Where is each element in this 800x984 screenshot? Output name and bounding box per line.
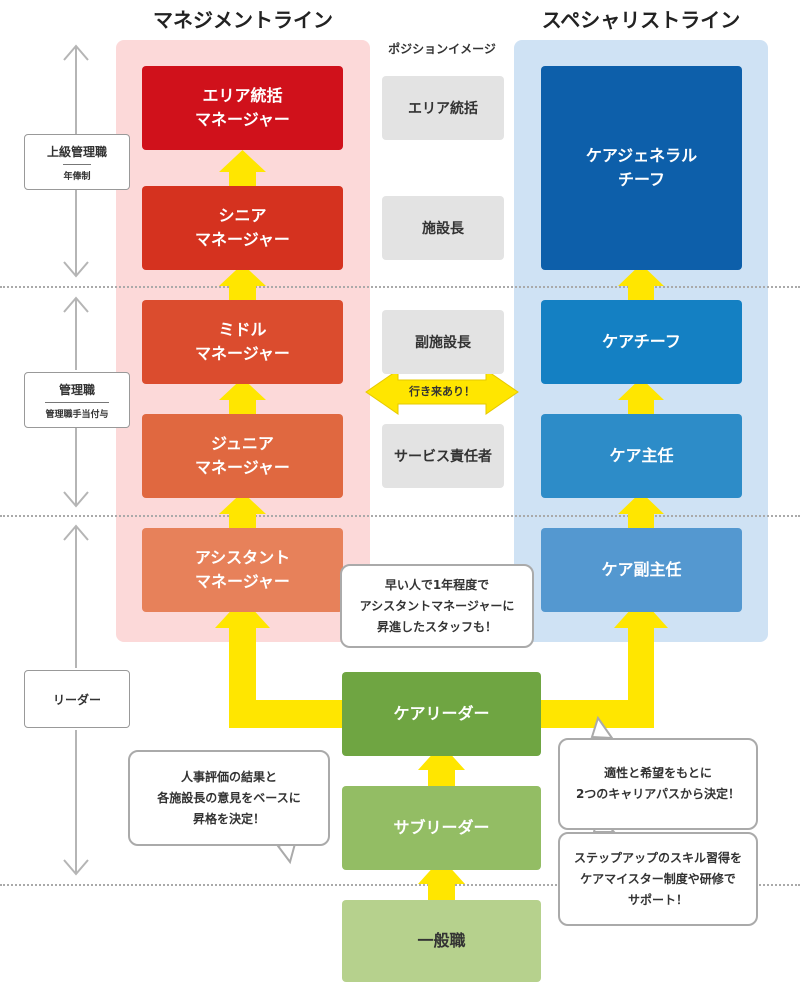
common-care-leader: ケアリーダー — [342, 672, 541, 756]
exchange-arrow — [365, 369, 519, 415]
mgmt-middle-manager: ミドル マネージャー — [142, 300, 343, 384]
position-area-general: エリア統括 — [382, 76, 504, 140]
grade-leader-label: リーダー — [24, 670, 130, 728]
grade-manager-label: 管理職 管理職手当付与 — [24, 372, 130, 428]
bubble-aptitude: 適性と希望をもとに 2つのキャリアパスから決定！ — [558, 738, 758, 830]
bubble-fast-promotion: 早い人で1年程度で アシスタントマネージャーに 昇進したスタッフも！ — [340, 564, 534, 648]
position-deputy-head: 副施設長 — [382, 310, 504, 374]
grade-senior-sub: 年俸制 — [63, 163, 91, 182]
management-line-title: マネジメントライン — [153, 8, 333, 32]
grade-leader-title: リーダー — [52, 692, 101, 707]
common-sub-leader: サブリーダー — [342, 786, 541, 870]
grade-senior-title: 上級管理職 — [46, 144, 107, 159]
position-service-manager: サービス責任者 — [382, 424, 504, 488]
common-general-staff: 一般職 — [342, 900, 541, 982]
spec-care-general-chief: ケアジェネラル チーフ — [541, 66, 742, 270]
divider-senior-manager — [0, 286, 800, 288]
grade-manager-title: 管理職 — [58, 382, 95, 397]
spec-care-chief: ケアチーフ — [541, 300, 742, 384]
grade-senior-label: 上級管理職 年俸制 — [24, 134, 130, 190]
divider-leader-general — [0, 884, 800, 886]
mgmt-junior-manager: ジュニア マネージャー — [142, 414, 343, 498]
spec-care-sub-supervisor: ケア副主任 — [541, 528, 742, 612]
bubble-support: ステップアップのスキル習得を ケアマイスター制度や研修で サポート！ — [558, 832, 758, 926]
mgmt-assistant-manager: アシスタント マネージャー — [142, 528, 343, 612]
scale-arrows — [63, 44, 89, 876]
exchange-label: 行き来あり！ — [409, 385, 475, 398]
position-image-title: ポジションイメージ — [388, 42, 496, 56]
yellow-arrows — [215, 150, 668, 900]
specialist-line-title: スペシャリストライン — [541, 8, 741, 32]
spec-care-supervisor: ケア主任 — [541, 414, 742, 498]
position-facility-head: 施設長 — [382, 196, 504, 260]
grade-manager-sub: 管理職手当付与 — [45, 401, 109, 420]
divider-manager-leader — [0, 515, 800, 517]
bubble-evaluation: 人事評価の結果と 各施設長の意見をベースに 昇格を決定！ — [128, 750, 330, 846]
mgmt-senior-manager: シニア マネージャー — [142, 186, 343, 270]
mgmt-area-manager: エリア統括 マネージャー — [142, 66, 343, 150]
